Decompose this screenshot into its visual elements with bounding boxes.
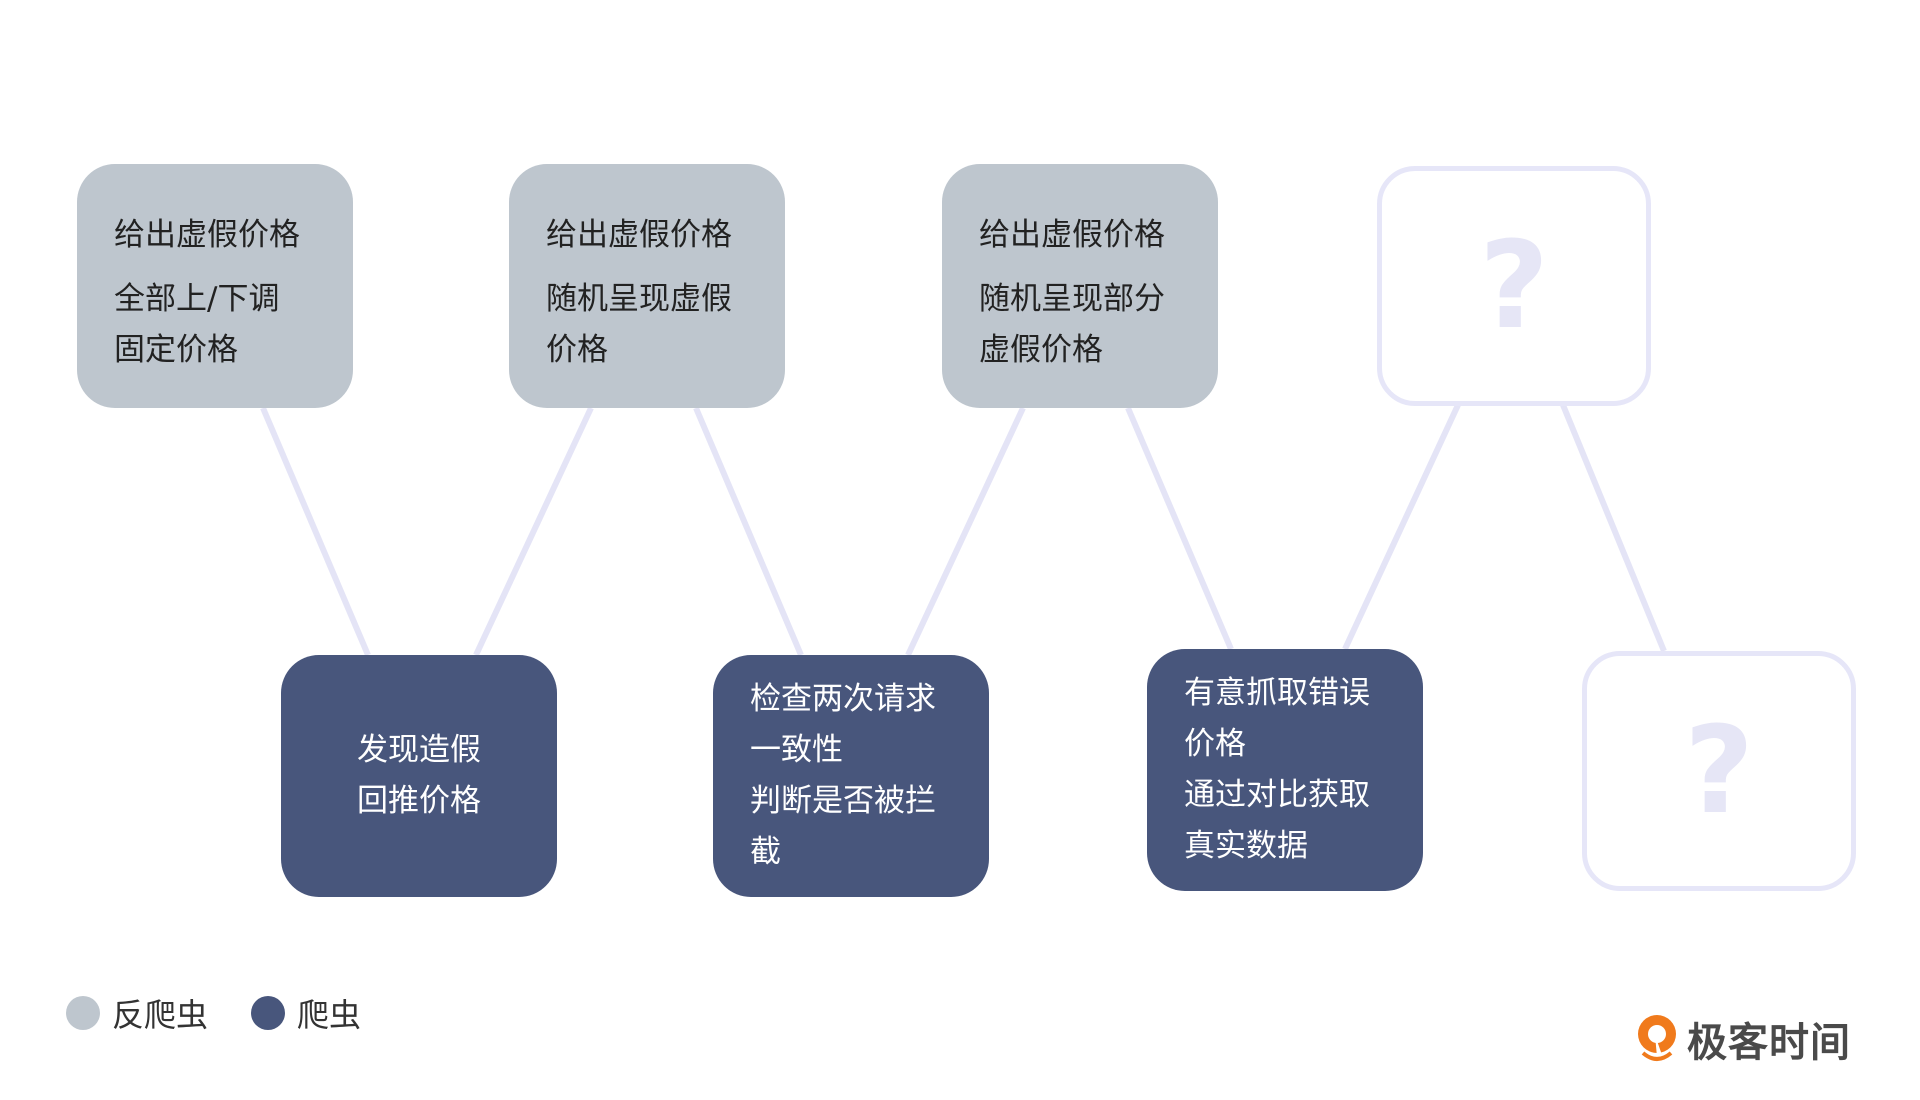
step-text: 全部上/下调: [114, 281, 280, 317]
connector-line: [693, 406, 804, 657]
step-text: 有意抓取错误: [1184, 675, 1370, 711]
step-text: 一致性: [750, 732, 843, 768]
step-text: 价格: [1184, 726, 1246, 762]
legend-item-anti-crawler: 反爬虫: [66, 990, 208, 1036]
legend-label: 反爬虫: [112, 996, 209, 1034]
legend-swatch: [66, 996, 100, 1030]
step-text: 截: [750, 834, 781, 870]
logo-icon: [1638, 1015, 1676, 1061]
step-title: 给出虚假价格: [979, 217, 1165, 253]
step-text: 随机呈现虚假: [546, 281, 732, 317]
step-text: 固定价格: [114, 332, 238, 368]
legend-label: 爬虫: [297, 996, 362, 1034]
step-text: 回推价格: [357, 783, 481, 819]
connector-line: [260, 406, 371, 657]
step-text: 发现造假: [357, 732, 481, 768]
step-text: 随机呈现部分: [979, 281, 1165, 317]
crawler-step-3: 有意抓取错误 价格 通过对比获取 真实数据: [1147, 649, 1423, 891]
crawler-step-unknown: ?: [1582, 651, 1856, 891]
geektime-logo: 极客时间: [1635, 1010, 1851, 1068]
step-text: 检查两次请求: [750, 681, 936, 717]
connector-line: [1125, 406, 1234, 651]
step-text: 价格: [546, 332, 608, 368]
step-text: 真实数据: [1184, 828, 1308, 864]
step-title: 给出虚假价格: [546, 217, 732, 253]
step-text: 判断是否被拦: [750, 783, 936, 819]
anti-crawler-step-unknown: ?: [1377, 166, 1651, 406]
legend-swatch: [251, 996, 285, 1030]
step-text: 通过对比获取: [1184, 777, 1370, 813]
question-mark-icon: ?: [1684, 701, 1754, 841]
step-title: 给出虚假价格: [114, 217, 300, 253]
connector-line: [1342, 403, 1461, 651]
step-text: 虚假价格: [979, 332, 1103, 368]
logo-text: 极客时间: [1687, 1020, 1851, 1066]
crawler-step-1: 发现造假 回推价格: [281, 655, 557, 897]
connector-line: [1560, 403, 1667, 653]
anti-crawler-step-2: 给出虚假价格 随机呈现虚假 价格: [509, 164, 785, 408]
anti-crawler-step-3: 给出虚假价格 随机呈现部分 虚假价格: [942, 164, 1218, 408]
connector-line: [905, 406, 1026, 657]
question-mark-icon: ?: [1479, 216, 1549, 356]
crawler-step-2: 检查两次请求 一致性 判断是否被拦 截: [713, 655, 989, 897]
connector-line: [473, 406, 594, 657]
legend-item-crawler: 爬虫: [251, 990, 361, 1036]
anti-crawler-step-1: 给出虚假价格 全部上/下调 固定价格: [77, 164, 353, 408]
